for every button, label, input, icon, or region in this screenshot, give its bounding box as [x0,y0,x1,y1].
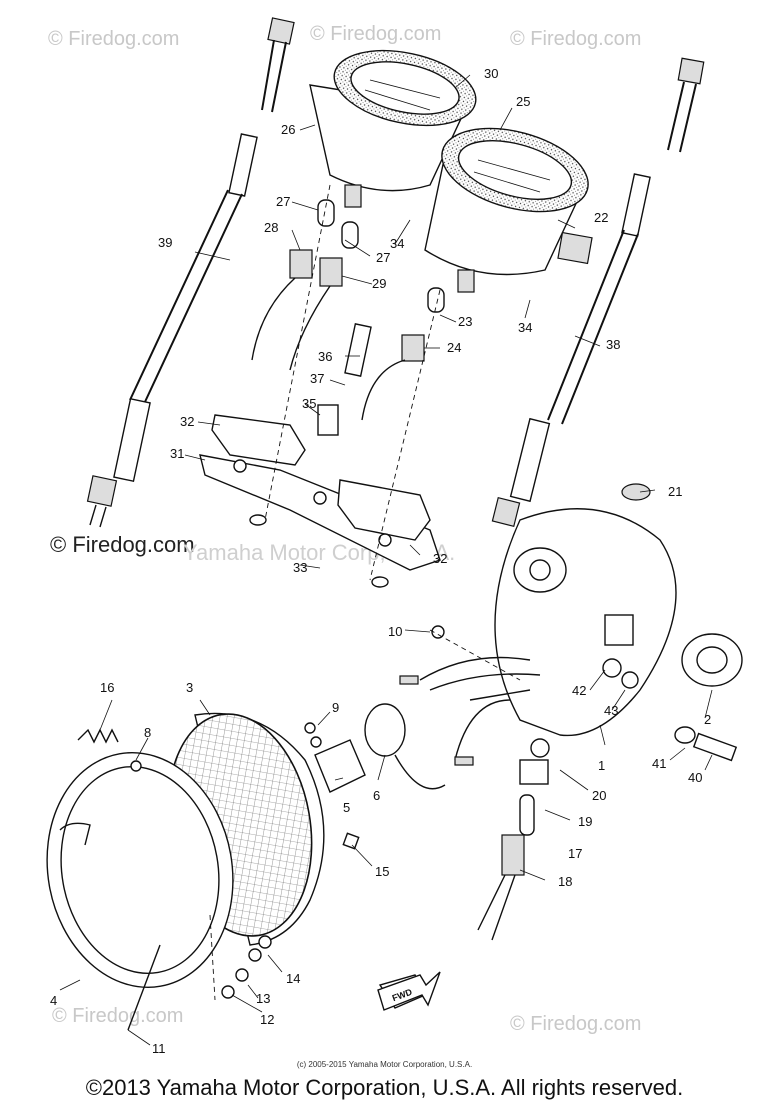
tachometer-cable [491,57,705,528]
copyright-notice: ©2013 Yamaha Motor Corporation, U.S.A. A… [85,1075,684,1100]
label-22: 22 [594,210,608,225]
label-30: 30 [484,66,498,81]
watermark-main: © Firedog.com [50,532,195,557]
label-1: 1 [598,758,605,773]
label-38: 38 [606,337,620,352]
label-18: 18 [558,874,572,889]
label-42: 42 [572,683,586,698]
watermark-top-left: © Firedog.com [48,28,179,50]
label-20: 20 [592,788,606,803]
watermark-bottom-left: © Firedog.com [52,1005,183,1027]
label-36: 36 [318,349,332,364]
label-17: 17 [568,846,582,861]
meter-bracket [199,414,441,588]
label-43: 43 [604,703,618,718]
part-labels: 1 2 3 4 5 6 8 9 10 11 12 13 14 15 16 17 … [50,66,711,1056]
fwd-arrow: FWD [377,971,441,1011]
label-39: 39 [158,235,172,250]
wiring-harness [399,656,541,766]
label-16: 16 [100,680,114,695]
headlight-rim [46,751,234,989]
label-32b: 32 [433,551,447,566]
tachometer-assembly [424,127,593,293]
label-40: 40 [688,770,702,785]
label-27a: 27 [276,194,290,209]
headlight-case [494,483,743,737]
label-35: 35 [302,396,316,411]
label-9: 9 [332,700,339,715]
speedometer-assembly [309,49,477,208]
label-41: 41 [652,756,666,771]
label-26: 26 [281,122,295,137]
label-19: 19 [578,814,592,829]
label-34a: 34 [390,236,404,251]
label-15: 15 [375,864,389,879]
headlight-socket [314,703,446,793]
label-8: 8 [144,725,151,740]
label-28: 28 [264,220,278,235]
label-33: 33 [293,560,307,575]
label-32a: 32 [180,414,194,429]
label-23: 23 [458,314,472,329]
meter-bulbs-sockets [251,199,445,436]
label-4: 4 [50,993,57,1008]
label-2: 2 [704,712,711,727]
label-37: 37 [310,371,324,386]
leader-lines [59,74,713,1046]
watermark-bottom-right: © Firedog.com [510,1013,641,1035]
label-27b: 27 [376,250,390,265]
label-13: 13 [256,991,270,1006]
label-11: 11 [152,1041,166,1056]
watermark-top-right: © Firedog.com [510,28,641,50]
label-21: 21 [668,484,682,499]
label-25: 25 [516,94,530,109]
label-5: 5 [343,800,350,815]
small-copyright: (c) 2005-2015 Yamaha Motor Corporation, … [296,1060,473,1069]
label-34b: 34 [518,320,532,335]
watermark-top-center: © Firedog.com [310,23,441,45]
speedometer-cable [86,17,295,528]
label-3: 3 [186,680,193,695]
label-6: 6 [373,788,380,803]
label-29: 29 [372,276,386,291]
label-31: 31 [170,446,184,461]
label-12: 12 [260,1012,274,1027]
label-14: 14 [286,971,300,986]
label-10: 10 [388,624,402,639]
label-24: 24 [447,340,461,355]
